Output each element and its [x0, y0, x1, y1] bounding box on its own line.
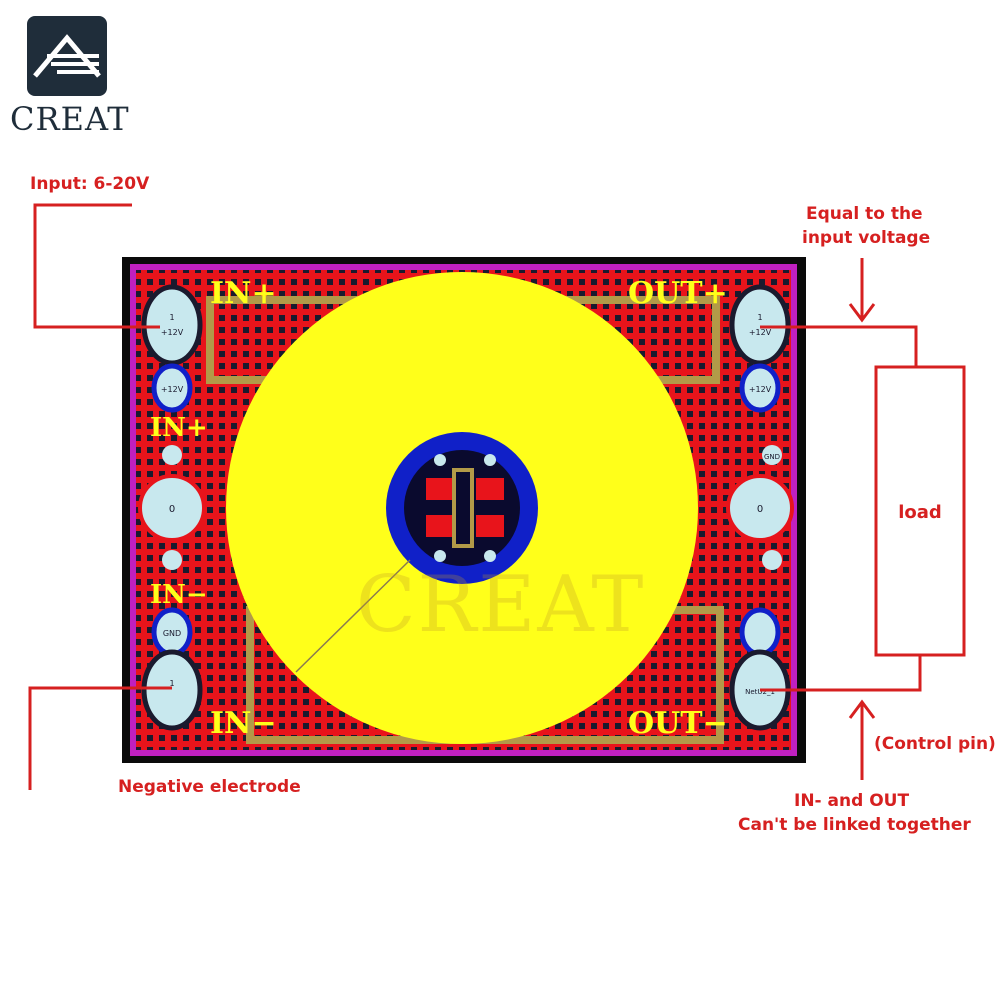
- pad-text-1-left-top: 1: [169, 313, 174, 322]
- pad-text-net-right: NetU2_1: [745, 688, 775, 696]
- pad-text-1-left-bottom: 1: [169, 679, 174, 688]
- pad-text-12v-left: +12V: [161, 385, 184, 394]
- pcb-label-in-minus-small: IN−: [150, 580, 208, 610]
- control-label: (Control pin): [874, 734, 996, 754]
- equal-label-line1: Equal to the: [806, 204, 923, 224]
- input-label: Input: 6-20V: [30, 174, 150, 194]
- pad-text-0-left: 0: [169, 504, 175, 515]
- load-label: load: [898, 502, 942, 523]
- pad-text-12v-right: +12V: [749, 385, 772, 394]
- link-label-line1: IN- and OUT: [794, 791, 910, 811]
- brand-name: CREAT: [10, 100, 130, 138]
- equal-label-line2: input voltage: [802, 228, 931, 248]
- pad-text-0-right: 0: [757, 504, 763, 515]
- right-pads: [726, 284, 794, 731]
- brand-logo: CREAT: [10, 14, 129, 138]
- pcb-label-out-minus: OUT−: [628, 706, 728, 741]
- pcb-board: IN+ IN+ IN− IN− OUT+ OUT− 1 +12V +12V 0 …: [122, 257, 806, 763]
- annotation-wires: [28, 203, 922, 790]
- pcb-label-in-plus: IN+: [210, 276, 277, 311]
- pad-text-gnd-right: GND: [764, 453, 780, 461]
- pad-text-12v-right-top: +12V: [749, 328, 772, 337]
- negative-label: Negative electrode: [118, 777, 301, 797]
- left-pads: [138, 284, 206, 731]
- pad-text-gnd-left: GND: [163, 629, 181, 638]
- link-label-line2: Can't be linked together: [738, 815, 971, 835]
- load-box: [874, 365, 966, 657]
- creat-logo-icon: [27, 16, 107, 96]
- pad-text-1-right-top: 1: [757, 313, 762, 322]
- pcb-label-out-plus: OUT+: [628, 276, 728, 311]
- pad-text-12v-left-top: +12V: [161, 328, 184, 337]
- pcb-label-in-plus-small: IN+: [150, 413, 208, 443]
- pcb-label-in-minus: IN−: [210, 706, 277, 741]
